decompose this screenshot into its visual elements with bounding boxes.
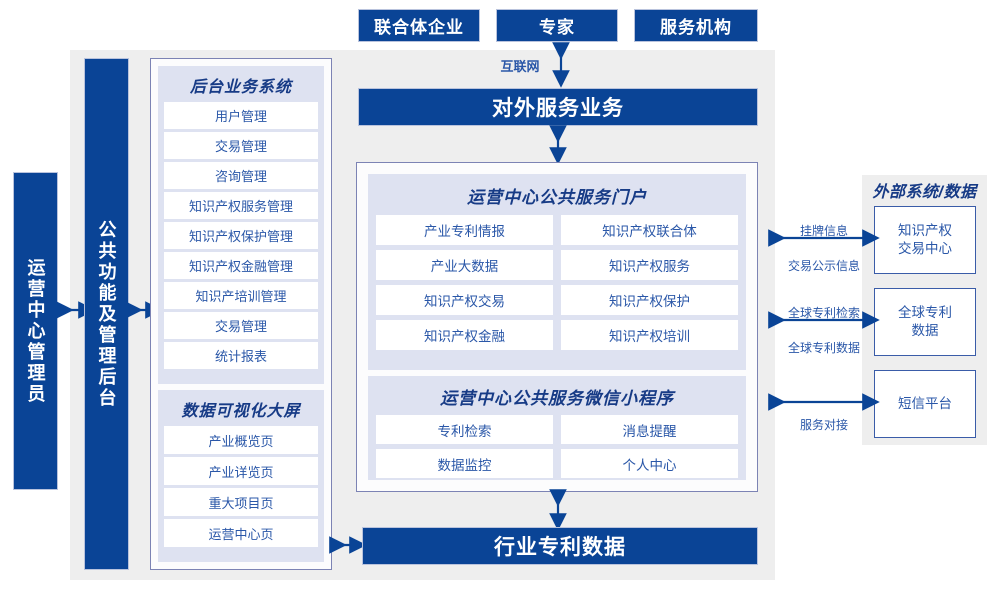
external-arrow-2 [768, 393, 880, 411]
dataviz-item[interactable]: 运营中心页 [164, 519, 318, 547]
backoffice-item[interactable]: 用户管理 [164, 102, 318, 129]
miniprogram-item[interactable]: 数据监控 [376, 449, 553, 478]
top-actor-box-0[interactable]: 联合体企业 [358, 9, 480, 42]
portal-item[interactable]: 知识产权交易 [376, 285, 553, 315]
portal-item[interactable]: 知识产权联合体 [561, 215, 738, 245]
backoffice-title: 后台业务系统 [189, 79, 292, 96]
external-service-bar[interactable]: 对外服务业务 [358, 88, 758, 126]
backoffice-item[interactable]: 统计报表 [164, 342, 318, 369]
backoffice-item[interactable]: 知识产权保护管理 [164, 222, 318, 249]
external-box-ip-trading-center[interactable]: 知识产权 交易中心 [874, 206, 976, 274]
backoffice-group: 后台业务系统 用户管理 交易管理 咨询管理 知识产权服务管理 知识产权保护管理 … [158, 66, 324, 384]
miniprogram-item[interactable]: 专利检索 [376, 415, 553, 444]
portal-item[interactable]: 知识产权金融 [376, 320, 553, 350]
service-to-portal-arrow [549, 125, 567, 165]
backoffice-item[interactable]: 咨询管理 [164, 162, 318, 189]
miniprogram-item[interactable]: 消息提醒 [561, 415, 738, 444]
dataviz-title: 数据可视化大屏 [181, 403, 301, 420]
portal-item[interactable]: 知识产权服务 [561, 250, 738, 280]
external-arrow-label-below-2: 服务对接 [799, 418, 848, 432]
portal-item[interactable]: 知识产权保护 [561, 285, 738, 315]
industry-patent-data-bar[interactable]: 行业专利数据 [362, 527, 758, 565]
backoffice-item[interactable]: 知识产权服务管理 [164, 192, 318, 219]
external-box-global-patent-data[interactable]: 全球专利 数据 [874, 288, 976, 356]
left-actor-bar[interactable]: 运营中心管理员 [13, 172, 58, 490]
portal-title: 运营中心公共服务门户 [467, 188, 647, 207]
backoffice-to-patentdata-arrow [329, 536, 367, 554]
backoffice-item[interactable]: 知识产培训管理 [164, 282, 318, 309]
external-box-sms-platform[interactable]: 短信平台 [874, 370, 976, 438]
miniprogram-group: 运营中心公共服务微信小程序 专利检索 消息提醒 数据监控 个人中心 [368, 376, 746, 480]
portal-item[interactable]: 产业专利情报 [376, 215, 553, 245]
top-actor-box-1[interactable]: 专家 [496, 9, 618, 42]
dataviz-item[interactable]: 重大项目页 [164, 488, 318, 516]
backoffice-item[interactable]: 交易管理 [164, 312, 318, 339]
miniprogram-item[interactable]: 个人中心 [561, 449, 738, 478]
dataviz-item[interactable]: 产业概览页 [164, 426, 318, 454]
external-arrow-label-below-1: 全球专利数据 [787, 341, 860, 355]
top-actor-box-2[interactable]: 服务机构 [634, 9, 758, 42]
external-arrow-label-below-0: 交易公示信息 [787, 259, 860, 273]
backoffice-item[interactable]: 交易管理 [164, 132, 318, 159]
miniprogram-title: 运营中心公共服务微信小程序 [440, 389, 674, 408]
actor-to-common-arrow [56, 301, 96, 319]
backoffice-item[interactable]: 知识产权金融管理 [164, 252, 318, 279]
common-function-bar[interactable]: 公共功能及管理后台 [84, 58, 129, 570]
dataviz-group: 数据可视化大屏 产业概览页 产业详览页 重大项目页 运营中心页 [158, 390, 324, 562]
external-systems-title: 外部系统/数据 [872, 184, 977, 201]
portal-item[interactable]: 知识产权培训 [561, 320, 738, 350]
portal-group: 运营中心公共服务门户 产业专利情报 知识产权联合体 产业大数据 知识产权服务 知… [368, 174, 746, 370]
external-arrow-label-above-0: 挂牌信息 [799, 224, 848, 238]
external-arrow-1 [768, 311, 880, 329]
external-arrow-0 [768, 229, 880, 247]
internet-label: 互联网 [500, 59, 540, 74]
external-arrow-label-above-1: 全球专利检索 [787, 306, 860, 320]
internet-arrow [552, 42, 570, 88]
portal-item[interactable]: 产业大数据 [376, 250, 553, 280]
dataviz-item[interactable]: 产业详览页 [164, 457, 318, 485]
portal-to-patentdata-arrow [549, 489, 567, 531]
